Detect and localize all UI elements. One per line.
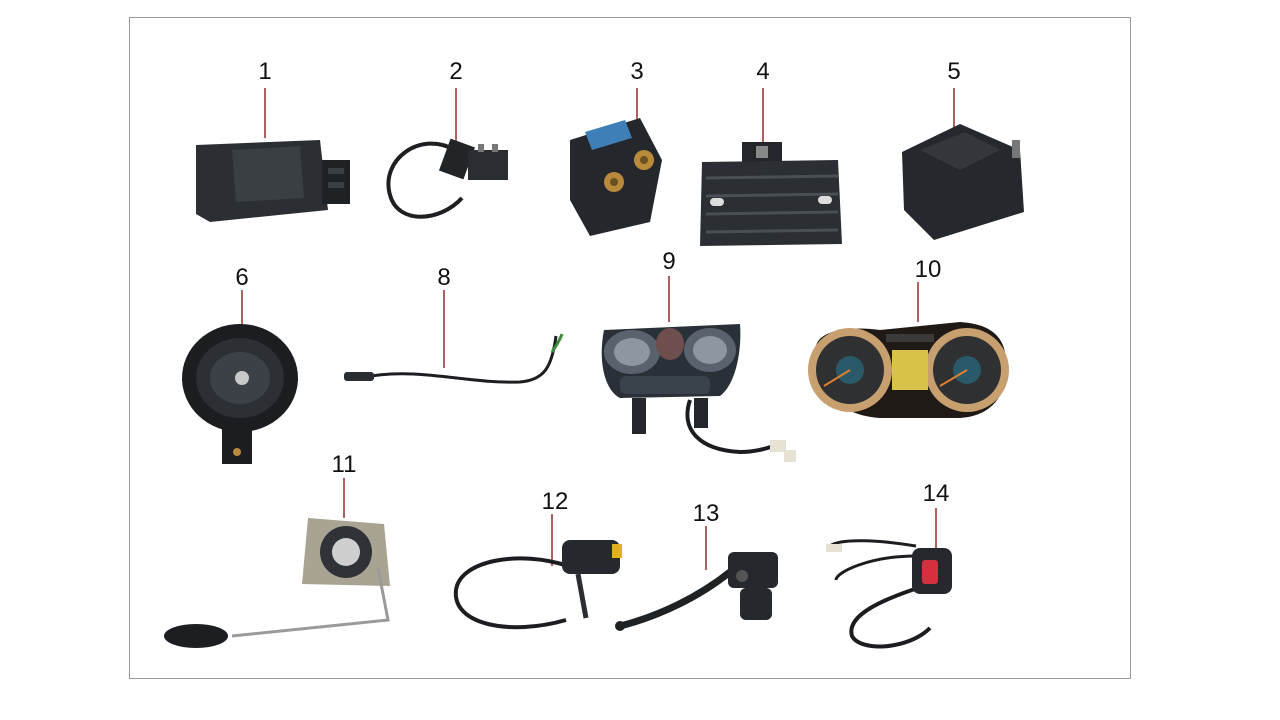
part-number-3: 3: [630, 58, 644, 85]
part-number-2: 2: [449, 58, 463, 85]
flasher-relay-icon: [902, 88, 1024, 240]
horn-icon: [182, 290, 298, 464]
handlebar-switch-right-icon: [826, 508, 952, 649]
cdi-unit-icon: [196, 88, 350, 222]
part-number-11: 11: [331, 451, 357, 478]
part-number-13: 13: [692, 500, 720, 527]
voltage-regulator-icon: [700, 88, 842, 246]
part-number-10: 10: [914, 256, 942, 283]
clutch-lever-icon: [615, 526, 778, 631]
part-number-14: 14: [922, 480, 950, 507]
fuel-sender-icon: [164, 478, 390, 648]
part-number-9: 9: [662, 248, 676, 275]
part-number-12: 12: [541, 488, 569, 515]
part-number-1: 1: [258, 58, 272, 85]
starter-relay-icon: [570, 88, 662, 236]
ignition-coil-icon: [386, 88, 508, 219]
part-number-4: 4: [756, 58, 770, 85]
part-number-6: 6: [235, 264, 249, 291]
handlebar-switch-left-icon: [453, 514, 622, 630]
instrument-cluster-icon: [808, 282, 1009, 418]
brake-switch-icon: [344, 290, 564, 384]
speedometer-assembly-icon: [601, 276, 796, 462]
part-number-5: 5: [947, 58, 961, 85]
part-number-8: 8: [437, 264, 451, 291]
